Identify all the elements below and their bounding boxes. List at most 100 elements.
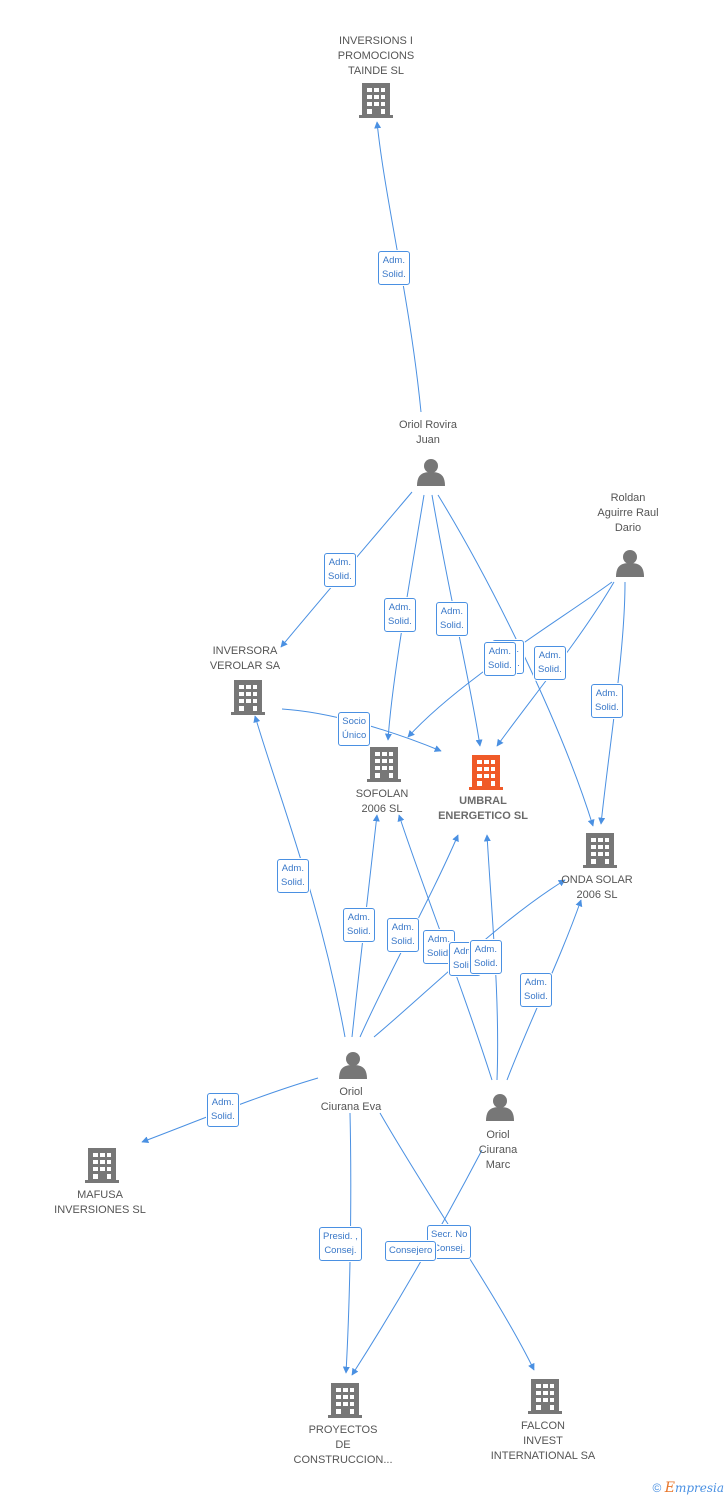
- node-label-line: INVERSIONES SL: [54, 1204, 146, 1216]
- relation-text: Consej.: [324, 1245, 357, 1256]
- node-label-line: VEROLAR SA: [209, 660, 281, 672]
- copyright-symbol: ©: [652, 1481, 662, 1495]
- relation-text: Solid.: [595, 702, 619, 713]
- relation-text: Adm.: [347, 912, 370, 923]
- building-icon[interactable]: [528, 1379, 562, 1414]
- relation-badge[interactable]: Adm.Solid.: [470, 940, 502, 974]
- node-label-line: FALCON: [520, 1420, 565, 1432]
- node-label-line: Oriol: [486, 1129, 510, 1141]
- relation-text: Solid.: [281, 877, 305, 888]
- node-label-line: Juan: [416, 434, 440, 446]
- relation-badge[interactable]: Adm. Solid.: [436, 602, 468, 636]
- relation-badge[interactable]: Adm.Solid.: [378, 251, 410, 285]
- node-label-umbral[interactable]: UMBRAL ENERGETICO SL: [408, 794, 558, 824]
- relation-badge[interactable]: Adm. Solid.: [324, 553, 356, 587]
- relation-text: Socio: [342, 716, 367, 727]
- node-label-line: Ciurana: [478, 1144, 518, 1156]
- relation-badge[interactable]: Consejero: [385, 1241, 437, 1261]
- relation-badge[interactable]: Secr. No Consej.: [427, 1225, 472, 1259]
- relation-text: Adm.: [328, 557, 351, 568]
- node-label-line: CONSTRUCCION...: [293, 1454, 393, 1466]
- relation-text: Adm.: [391, 922, 414, 933]
- node-label-falcon[interactable]: FALCON INVEST INTERNATIONAL SA: [468, 1419, 618, 1464]
- relation-text: Solid.: [427, 948, 451, 959]
- node-label-line: Oriol Rovira: [398, 419, 458, 431]
- building-icon[interactable]: [231, 680, 265, 715]
- node-label-line: DE: [335, 1439, 351, 1451]
- relation-text: Adm.: [538, 650, 561, 661]
- building-icon[interactable]: [359, 83, 393, 118]
- relation-badge[interactable]: Adm.Solid.: [534, 646, 566, 680]
- node-label-line: Dario: [614, 522, 642, 534]
- person-icon[interactable]: [339, 1052, 367, 1079]
- empresia-logo[interactable]: Empresia: [664, 1480, 724, 1496]
- building-icon[interactable]: [469, 755, 503, 790]
- relation-badge[interactable]: Adm.Solid.: [207, 1093, 239, 1127]
- relation-text: Consej.: [433, 1243, 466, 1254]
- node-label-verolar[interactable]: INVERSORA VEROLAR SA: [170, 644, 320, 674]
- node-label-line: TAINDE SL: [347, 65, 405, 77]
- node-label-line: Oriol: [339, 1086, 363, 1098]
- building-icon[interactable]: [328, 1383, 362, 1418]
- relation-text: Consejero: [389, 1245, 433, 1256]
- node-label-line: UMBRAL: [459, 795, 507, 807]
- relation-badge[interactable]: Adm.Solid.: [343, 908, 375, 942]
- relation-text: Adm.: [524, 977, 547, 988]
- relation-badge[interactable]: Adm. Solid.: [384, 598, 416, 632]
- relation-text: Único: [342, 730, 367, 741]
- relation-text: Solid.: [440, 620, 464, 631]
- node-label-line: INVERSORA: [212, 645, 278, 657]
- relation-text: Solid.: [524, 991, 548, 1002]
- relation-badge[interactable]: Adm.Solid.: [484, 642, 516, 676]
- relation-text: Adm.: [440, 606, 463, 617]
- relation-badge[interactable]: Presid. , Consej.: [319, 1227, 362, 1261]
- node-label-line: PROYECTOS: [308, 1424, 378, 1436]
- relation-text: Adm.: [488, 646, 511, 657]
- relation-text: Solid.: [453, 960, 477, 971]
- building-icon[interactable]: [367, 747, 401, 782]
- node-label-line: ENERGETICO SL: [438, 810, 528, 822]
- edge-line: [351, 1149, 483, 1376]
- node-label-line: INVEST: [523, 1435, 563, 1447]
- relation-badge[interactable]: Adm. Solid.: [520, 973, 552, 1007]
- relation-badge[interactable]: Adm. Solid.: [387, 918, 419, 952]
- brand-footer: © Empresia: [653, 1480, 724, 1496]
- node-label-line: Aguirre Raul: [597, 507, 659, 519]
- relation-text: Secr. No: [431, 1229, 468, 1240]
- relation-badge[interactable]: Adm.Solid.: [591, 684, 623, 718]
- node-label-line: ONDA SOLAR: [561, 874, 633, 886]
- relation-badge[interactable]: Adm. Solid.: [277, 859, 309, 893]
- relation-text: Solid.: [328, 571, 352, 582]
- node-label-line: INTERNATIONAL SA: [490, 1450, 596, 1462]
- node-label-sofolan[interactable]: SOFOLAN 2006 SL: [307, 787, 457, 817]
- relation-text: Solid.: [388, 616, 412, 627]
- relation-text: Presid. ,: [323, 1231, 358, 1242]
- node-label-line: Ciurana Eva: [320, 1101, 382, 1113]
- relation-text: Adm.: [453, 946, 476, 957]
- node-label-line: 2006 SL: [361, 803, 403, 815]
- relation-text: Adm.: [382, 255, 405, 266]
- building-icon[interactable]: [583, 833, 617, 868]
- person-icon[interactable]: [486, 1094, 514, 1121]
- relation-text: Adm.: [281, 863, 304, 874]
- person-icon[interactable]: [417, 459, 445, 486]
- relation-text: Solid.: [211, 1111, 235, 1122]
- relation-text: Adm.: [388, 602, 411, 613]
- relation-text: Solid.: [391, 936, 415, 947]
- building-icon[interactable]: [85, 1148, 119, 1183]
- person-icon[interactable]: [616, 550, 644, 577]
- node-label-line: SOFOLAN: [355, 788, 409, 800]
- node-label-line: Roldan: [610, 492, 646, 504]
- edge-line: [253, 715, 346, 1038]
- relation-text: Solid.: [474, 958, 498, 969]
- node-label-proyectos[interactable]: PROYECTOS DE CONSTRUCCION...: [268, 1423, 418, 1468]
